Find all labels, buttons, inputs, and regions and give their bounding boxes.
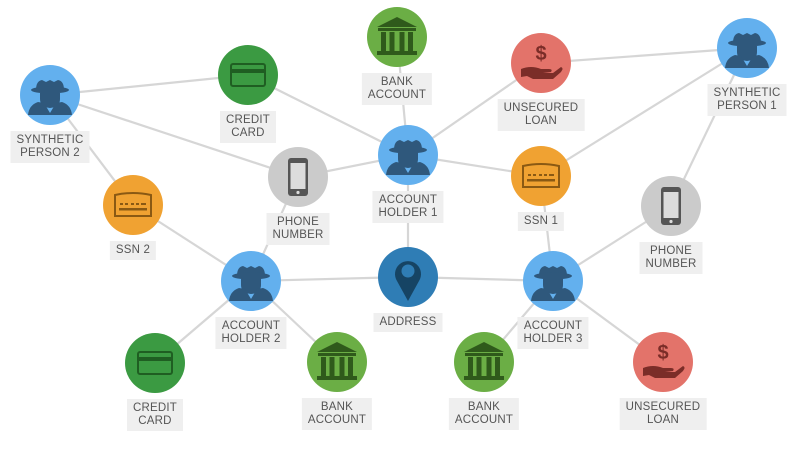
- node-circle: [218, 45, 278, 105]
- node-bank1[interactable]: [367, 7, 427, 67]
- node-label-ah3: ACCOUNT HOLDER 3: [517, 317, 589, 349]
- node-ah2[interactable]: [221, 251, 281, 311]
- node-label-bank2: BANK ACCOUNT: [301, 398, 373, 430]
- node-label-bank3: BANK ACCOUNT: [448, 398, 520, 430]
- node-label-ssn2: SSN 2: [109, 241, 157, 260]
- edge-sp2-phone1: [49, 93, 299, 179]
- node-bank2[interactable]: [307, 332, 367, 392]
- node-label-ah1: ACCOUNT HOLDER 1: [372, 191, 444, 223]
- node-addr[interactable]: [378, 247, 438, 307]
- node-label-loan2: UNSECURED LOAN: [619, 398, 707, 430]
- phone-icon: [288, 158, 308, 196]
- node-label-ssn1: SSN 1: [517, 212, 565, 231]
- node-ssn2[interactable]: [103, 175, 163, 235]
- node-loan2[interactable]: [633, 332, 693, 392]
- node-cc2[interactable]: [125, 333, 185, 393]
- node-ssn1[interactable]: [511, 146, 571, 206]
- edge-sp2-cc1: [49, 73, 249, 97]
- node-sp2[interactable]: [20, 65, 80, 125]
- node-label-sp2: SYNTHETIC PERSON 2: [10, 131, 90, 163]
- node-label-bank1: BANK ACCOUNT: [361, 73, 433, 105]
- node-label-sp1: SYNTHETIC PERSON 1: [707, 84, 787, 116]
- node-label-addr: ADDRESS: [373, 313, 443, 332]
- phone-icon: [661, 187, 681, 225]
- node-loan1[interactable]: [511, 33, 571, 93]
- node-circle: [125, 333, 185, 393]
- node-phone2[interactable]: [641, 176, 701, 236]
- node-sp1[interactable]: [717, 18, 777, 78]
- node-ah1[interactable]: [378, 125, 438, 185]
- node-label-phone2: PHONE NUMBER: [639, 242, 703, 274]
- edge-loan1-sp1: [540, 46, 748, 65]
- node-ah3[interactable]: [523, 251, 583, 311]
- node-phone1[interactable]: [268, 147, 328, 207]
- node-cc1[interactable]: [218, 45, 278, 105]
- node-circle: [307, 332, 367, 392]
- node-circle: [367, 7, 427, 67]
- edge-sp1-ssn1: [540, 47, 748, 177]
- node-label-cc2: CREDIT CARD: [126, 399, 184, 431]
- nodes-layer: [20, 7, 777, 393]
- node-label-cc1: CREDIT CARD: [219, 111, 277, 143]
- node-label-ah2: ACCOUNT HOLDER 2: [215, 317, 287, 349]
- node-circle: [454, 332, 514, 392]
- node-label-loan1: UNSECURED LOAN: [497, 99, 585, 131]
- node-label-phone1: PHONE NUMBER: [266, 213, 330, 245]
- node-bank3[interactable]: [454, 332, 514, 392]
